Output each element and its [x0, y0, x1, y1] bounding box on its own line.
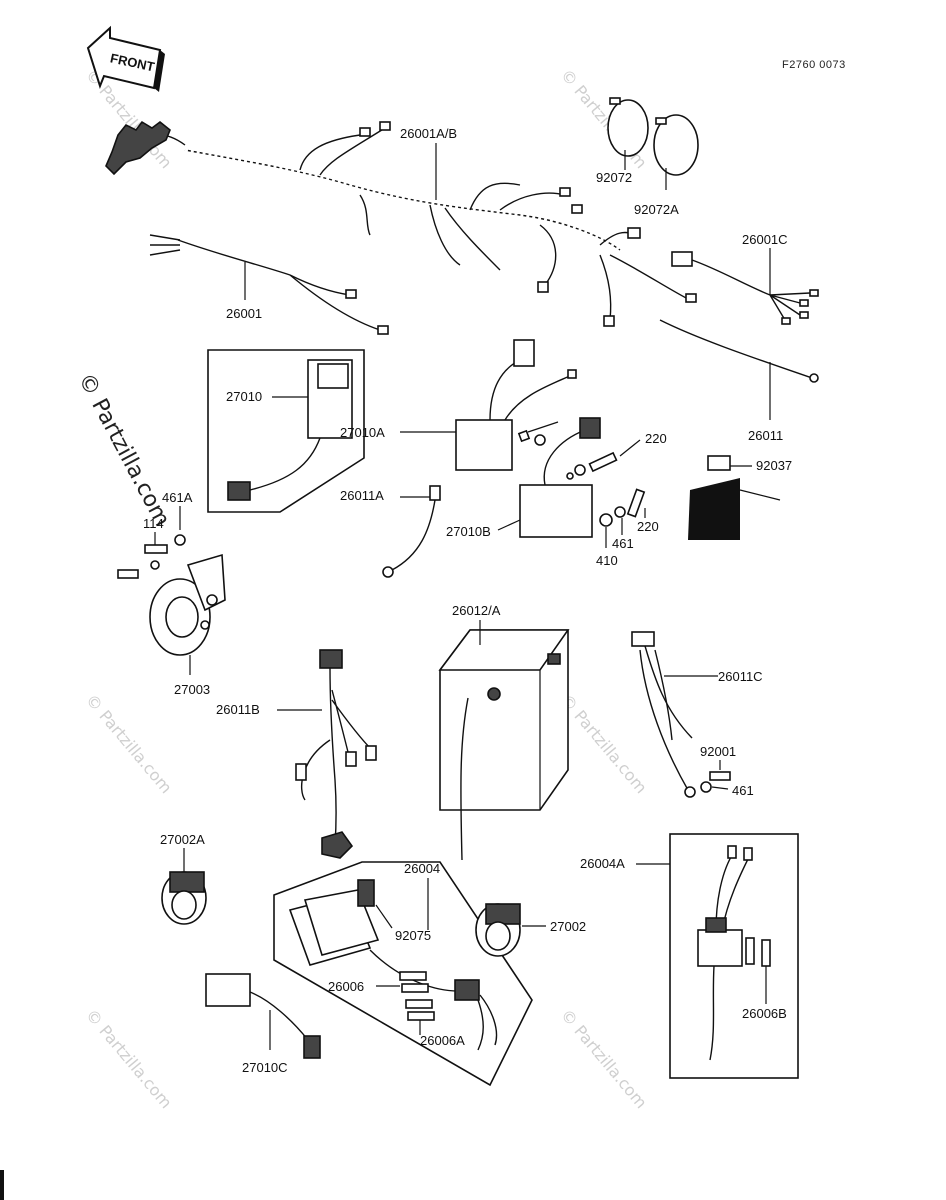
- label-26011: 26011: [748, 428, 783, 443]
- label-26004: 26004: [404, 861, 440, 876]
- label-26006B: 26006B: [742, 1006, 787, 1021]
- label-92001: 92001: [700, 744, 736, 759]
- clamp-92072A: [653, 114, 699, 176]
- part-group-26004: [273, 861, 533, 1087]
- harness-26001C: [671, 251, 819, 325]
- label-92075: 92075: [395, 928, 431, 943]
- label-26001: 26001: [226, 306, 262, 321]
- part-box-27010: [207, 349, 365, 513]
- label-92037: 92037: [756, 458, 792, 473]
- label-26011C: 26011C: [718, 669, 763, 684]
- label-27010C: 27010C: [242, 1060, 288, 1075]
- label-461A: 461A: [162, 490, 193, 505]
- washer-461A: [174, 534, 186, 546]
- watermark-side: © Partzilla.com: [73, 369, 175, 531]
- label-27003: 27003: [174, 682, 210, 697]
- washer-461c: [700, 781, 712, 793]
- bolt-114: [144, 544, 168, 554]
- screw-92001: [709, 771, 731, 781]
- label-26001C: 26001C: [742, 232, 788, 247]
- label-26011A: 26011A: [340, 488, 384, 503]
- label-461b: 461: [612, 536, 634, 551]
- watermark-5: © Partzilla.com: [82, 1005, 176, 1112]
- watermark-6: © Partzilla.com: [557, 1005, 651, 1112]
- label-26006: 26006: [328, 979, 364, 994]
- label-26006A: 26006A: [420, 1033, 465, 1048]
- label-27002: 27002: [550, 919, 586, 934]
- figure-code: F2760 0073: [782, 59, 846, 71]
- label-461c: 461: [732, 783, 754, 798]
- washer-114: [150, 560, 160, 570]
- bracket-92037: [688, 455, 781, 540]
- label-27010B: 27010B: [446, 524, 491, 539]
- part-27002: [475, 903, 521, 957]
- clamp-92072: [607, 97, 649, 157]
- harness-26001: [149, 234, 389, 335]
- scan-edge-mark: [0, 1170, 4, 1200]
- part-27010A: [455, 339, 577, 471]
- wire-26011B: [295, 649, 377, 859]
- bolt-114b: [117, 569, 139, 579]
- label-114: 114: [143, 516, 164, 531]
- main-harness: [105, 120, 697, 327]
- watermark-3: © Partzilla.com: [82, 690, 176, 797]
- label-27010: 27010: [226, 389, 262, 404]
- part-27010C: [205, 973, 321, 1059]
- battery-26012A: [438, 629, 570, 861]
- wire-26011C: [631, 631, 696, 798]
- label-26011B: 26011B: [216, 702, 260, 717]
- label-92072A: 92072A: [634, 202, 679, 217]
- part-27002A: [161, 871, 207, 925]
- label-92072: 92072: [596, 170, 632, 185]
- part-27010B: [519, 417, 601, 538]
- front-arrow-icon: FRONT: [86, 25, 165, 92]
- bolts-220-top: [517, 421, 618, 480]
- label-27010A: 27010A: [340, 425, 385, 440]
- label-26012A: 26012/A: [452, 603, 501, 618]
- wire-26011A: [382, 485, 441, 578]
- label-410: 410: [596, 553, 618, 568]
- horn-27003: [149, 553, 226, 656]
- label-26004A: 26004A: [580, 856, 625, 871]
- part-box-26004A: [669, 833, 799, 1079]
- bolts-lower: [599, 488, 646, 527]
- label-27002A: 27002A: [160, 832, 205, 847]
- watermark-4: © Partzilla.com: [557, 690, 651, 797]
- label-26001AB: 26001A/B: [400, 126, 457, 141]
- label-220a: 220: [645, 431, 667, 446]
- label-220b: 220: [637, 519, 659, 534]
- wire-26011: [659, 319, 819, 383]
